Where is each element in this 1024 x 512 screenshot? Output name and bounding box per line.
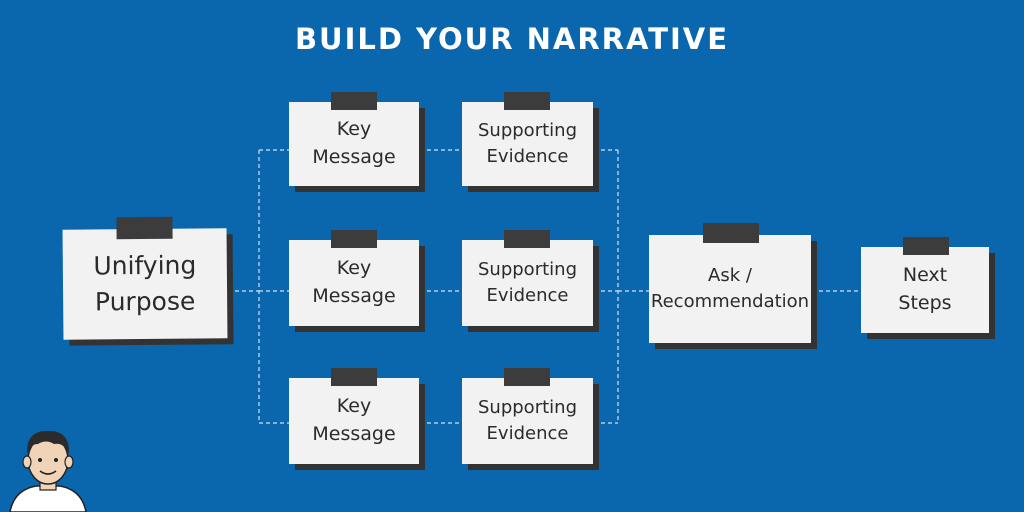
tape-icon <box>504 92 550 110</box>
tape-icon <box>504 368 550 386</box>
note-label: Supporting Evidence <box>478 396 577 444</box>
note-label: Key Message <box>312 257 396 307</box>
page-title: BUILD YOUR NARRATIVE <box>294 22 730 56</box>
note-next-steps: Next Steps <box>861 237 989 333</box>
note-label: Ask / Recommendation <box>650 264 810 312</box>
tape-icon <box>703 223 759 243</box>
note-label: Key Message <box>312 395 396 445</box>
note-key-message-1: Key Message <box>289 92 419 186</box>
tape-icon <box>331 368 377 386</box>
tape-icon <box>504 230 550 248</box>
tape-icon <box>331 230 377 248</box>
note-key-message-3: Key Message <box>289 368 419 464</box>
note-supporting-evidence-2: Supporting Evidence <box>462 230 593 326</box>
note-label: Key Message <box>312 118 396 168</box>
person-avatar-icon <box>9 430 87 512</box>
tape-icon <box>903 237 949 255</box>
note-key-message-2: Key Message <box>289 230 419 326</box>
tape-icon <box>331 92 377 110</box>
note-ask-recommendation: Ask / Recommendation <box>649 223 811 343</box>
tape-icon <box>116 216 173 240</box>
note-label: Supporting Evidence <box>478 119 577 167</box>
note-unifying-purpose: Unifying Purpose <box>62 216 228 340</box>
note-label: Next Steps <box>898 264 952 314</box>
note-label: Supporting Evidence <box>478 258 577 306</box>
note-label: Unifying Purpose <box>93 250 197 317</box>
note-supporting-evidence-1: Supporting Evidence <box>462 92 593 186</box>
note-supporting-evidence-3: Supporting Evidence <box>462 368 593 464</box>
